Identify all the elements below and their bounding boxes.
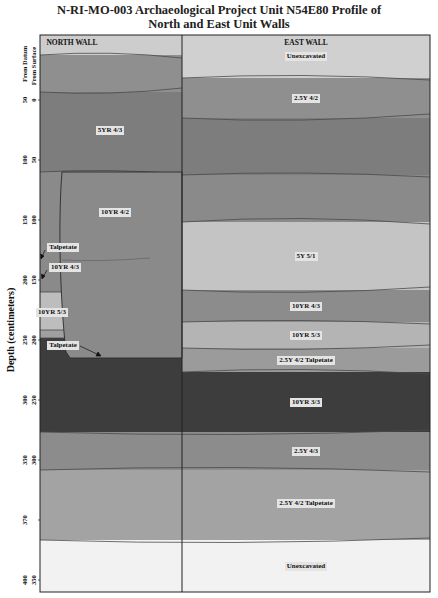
depth-number: 150: [30, 275, 38, 285]
soil-layer-label: 5YR 4/3: [96, 126, 124, 135]
soil-layer-label: 10YR 3/3: [290, 398, 322, 407]
soil-layer-label: 10YR 5/3: [36, 308, 68, 317]
soil-layer-label: Unexcavated: [285, 52, 328, 61]
depth-number: 50: [21, 97, 29, 104]
layer-boundaries: [40, 53, 430, 542]
depth-number: 100: [21, 155, 29, 165]
diagram-title: N-RI-MO-003 Archaeological Project Unit …: [49, 3, 389, 31]
depth-number: 150: [21, 215, 29, 225]
wall-heading: EAST WALL: [284, 38, 327, 47]
column-header: From Surface: [30, 47, 38, 85]
soil-layer-label: 2.5Y 4/2 Talpetate: [277, 499, 335, 508]
profile-frame: [40, 35, 430, 592]
depth-number: 250: [21, 335, 29, 345]
soil-layer-label: 10YR 4/3: [290, 302, 322, 311]
depth-number: 0: [30, 98, 38, 101]
pit-boundary: [62, 258, 150, 261]
layer-text: 5YR 4/3: [98, 126, 122, 134]
wall-divider: [182, 35, 183, 592]
wall-heading: NORTH WALL: [46, 38, 97, 47]
layer-callout: Talpetate: [47, 243, 79, 252]
depth-number: 100: [30, 215, 38, 225]
soil-layer-label: 2.5Y 4/2: [292, 94, 320, 103]
depth-number: 400: [21, 575, 29, 585]
layer-text: 10YR 3/3: [292, 398, 320, 406]
depth-number: 200: [21, 275, 29, 285]
soil-layer-label: 10YR 4/2: [99, 208, 131, 217]
depth-number: 50: [30, 157, 38, 164]
soil-layer-label: 10YR 5/3: [290, 331, 322, 340]
layer-text: 10YR 5/3: [38, 308, 66, 316]
soil-layer-label: Unexcavated: [285, 562, 328, 571]
layer-callout: 10YR 4/3: [49, 263, 81, 272]
depth-number: 200: [30, 335, 38, 345]
layer-text: 10YR 4/2: [101, 208, 129, 216]
depth-number: 300: [30, 455, 38, 465]
soil-layer-label: 2.5Y 4/2 Talpetate: [277, 356, 335, 365]
axis-title: Depth (centimeters): [5, 288, 17, 373]
column-header: From Datum: [21, 46, 29, 82]
depth-number: 350: [21, 455, 29, 465]
depth-number: 300: [21, 395, 29, 405]
soil-layer-label: 5Y 5/1: [295, 252, 318, 261]
depth-number: 370: [21, 515, 29, 525]
layer-callout: Talpetate: [47, 341, 79, 350]
layer-text: 10YR 5/3: [292, 331, 320, 339]
leader-lines: [41, 250, 102, 356]
layer-text: 2.5Y 4/3: [294, 447, 318, 455]
layer-text: 10YR 4/3: [292, 302, 320, 310]
layer-text: 5Y 5/1: [297, 252, 316, 260]
layer-text: Unexcavated: [287, 562, 326, 570]
east-wall-bands: [182, 35, 430, 592]
depth-number: 250: [30, 395, 38, 405]
depth-ticks: [38, 100, 40, 580]
layer-text: 2.5Y 4/2: [294, 94, 318, 102]
layer-text: Unexcavated: [287, 52, 326, 60]
soil-layer-label: 2.5Y 4/3: [292, 447, 320, 456]
layer-text: 2.5Y 4/2 Talpetate: [279, 499, 333, 507]
depth-number: 350: [30, 575, 38, 585]
layer-text: 2.5Y 4/2 Talpetate: [279, 356, 333, 364]
